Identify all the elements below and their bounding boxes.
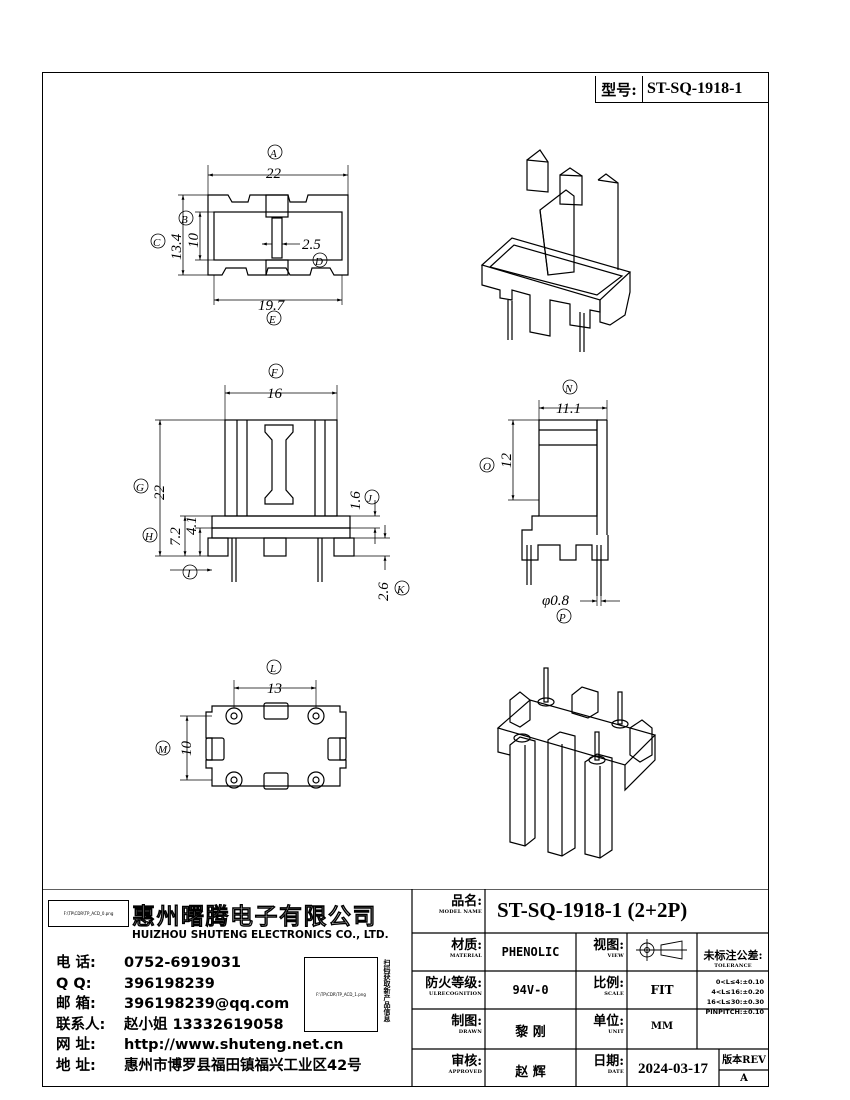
dim-l-value: 13: [267, 681, 282, 697]
dim-f-value: 16: [267, 386, 283, 402]
top-view-inner: [213, 211, 343, 261]
dim-a-circle-label: A: [269, 148, 277, 160]
model-value: ST-SQ-1918-1: [647, 80, 743, 97]
qr-caption: 扫码获取新产品信息: [383, 959, 391, 1022]
label-circle-b: [178, 210, 194, 226]
contact-list: 电 话:0752-6919031 Q Q:396198239 邮 箱:39619…: [56, 955, 362, 1074]
tolerance-cell: 未标注公差: TOLERANCE 0<L≤4:±0.10 4<L≤16:±0.2…: [703, 949, 764, 1016]
dim-g-value: 22: [152, 485, 168, 501]
dim-p-value: φ0.8: [542, 593, 570, 609]
label-circle-d: [312, 252, 328, 268]
drawn-value: 黎 刚: [515, 1025, 546, 1040]
dim-h-value2: 4.1: [184, 516, 200, 535]
date-label-cell: 日期: DATE: [593, 1054, 624, 1076]
dim-k-value: 2.6: [376, 582, 392, 601]
drawn-label-cell: 制图: DRAWN: [451, 1014, 482, 1036]
title-block: F:\TP\CDR\TP_ACD_0.png 惠州曙腾电子有限公司 HUIZHO…: [42, 889, 769, 1087]
iso-view-top: [480, 149, 632, 352]
scale-label-cell: 比例: SCALE: [593, 976, 624, 998]
dim-d-value: 2.5: [302, 237, 321, 253]
dim-m-value: 10: [179, 741, 195, 757]
sheet-border: [42, 72, 769, 1087]
top-view-notch: [265, 259, 289, 276]
top-view-outline: [207, 194, 349, 276]
label-circle-a: [267, 144, 283, 160]
dim-e-circle-label: E: [268, 314, 276, 326]
company-name-cn: 惠州曙腾电子有限公司: [132, 904, 377, 931]
front-view: [133, 363, 410, 596]
dim-d-circle-label: D: [314, 256, 323, 268]
material-value: PHENOLIC: [501, 945, 560, 959]
unit-label-cell: 单位: UNIT: [593, 1014, 624, 1036]
top-view-center-rib: [265, 194, 289, 218]
dim-j-circle-label: J: [367, 493, 373, 505]
side-view: [479, 379, 620, 624]
dim-e-value: 19.7: [258, 298, 286, 314]
dim-o-circle-label: O: [483, 461, 491, 473]
scale-value: FIT: [650, 983, 674, 997]
company-logo-placeholder: F:\TP\CDR\TP_ACD_0.png: [48, 900, 129, 927]
qr-code-placeholder: F:\TP\CDR\TP_ACD_1.png: [304, 957, 378, 1032]
dim-m-circle-label: M: [157, 744, 168, 756]
dim-k-circle-label: K: [396, 584, 405, 596]
model-name-label-cell: 品名: MODEL NAME: [438, 894, 482, 916]
approved-value: 赵 辉: [515, 1065, 546, 1080]
dim-b-circle-label: B: [181, 214, 188, 226]
flame-value: 94V-0: [512, 983, 549, 997]
projection-symbol-icon: [636, 939, 687, 961]
approved-label-cell: 审核: APPROVED: [448, 1054, 482, 1076]
dim-c-value: 13.4: [169, 233, 185, 260]
top-view: [150, 144, 349, 326]
dim-b-value: 10: [186, 233, 202, 249]
top-view-slot: [271, 217, 283, 259]
bottom-view: [155, 659, 347, 790]
dim-n-value: 11.1: [556, 401, 581, 417]
dim-l-circle-label: L: [269, 663, 276, 675]
label-circle-c: [150, 233, 166, 249]
dim-j-value: 1.6: [348, 491, 364, 510]
dim-n-circle-label: N: [564, 383, 573, 395]
rev-value: A: [740, 1073, 748, 1084]
dim-f-circle-label: F: [270, 367, 278, 379]
date-value: 2024-03-17: [638, 1061, 708, 1077]
view-label-cell: 视图: VIEW: [593, 938, 624, 960]
dim-h-circle-label: H: [144, 531, 154, 543]
model-name-value: ST-SQ-1918-1 (2+2P): [497, 898, 688, 922]
material-label-cell: 材质: MATERIAL: [449, 938, 482, 960]
model-box: 型号: ST-SQ-1918-1: [595, 76, 769, 103]
model-label: 型号:: [596, 76, 643, 102]
company-name-en: HUIZHOU SHUTENG ELECTRONICS CO., LTD.: [132, 929, 389, 941]
label-circle-e: [266, 310, 282, 326]
dim-o-value: 12: [499, 453, 515, 469]
dim-h-value1: 7.2: [168, 527, 184, 546]
unit-value: MM: [650, 1021, 674, 1032]
title-block-grid: [42, 889, 769, 1087]
dim-p-circle-label: P: [558, 612, 566, 624]
iso-view-bottom: [496, 667, 657, 859]
flame-label-cell: 防火等级: ULRECOGNITION: [425, 976, 482, 998]
dim-a-value: 22: [266, 166, 282, 182]
rev-label: 版本REV: [722, 1055, 766, 1066]
dim-g-circle-label: G: [136, 482, 144, 494]
dim-i-circle-label: I: [186, 568, 192, 580]
dim-c-circle-label: C: [153, 237, 161, 249]
